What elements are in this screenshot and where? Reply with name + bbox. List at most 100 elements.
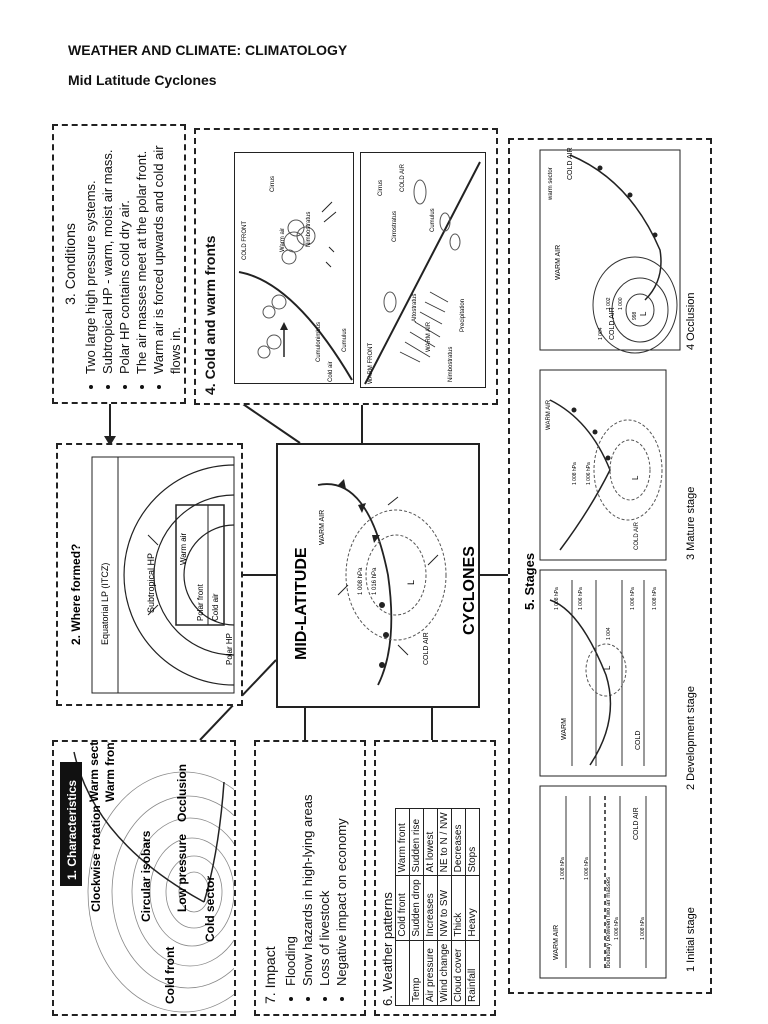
table-cell: At lowest xyxy=(423,808,438,876)
occl-low-label: L xyxy=(639,311,648,316)
nimbostratus-label: Nimbostratus xyxy=(306,212,312,247)
center-panel: MID-LATITUDE CYCLONES WARM AIR COLD AIR … xyxy=(276,443,480,708)
characteristics-title: 1. Characteristics xyxy=(65,780,79,880)
table-row: Air pressure Increases At lowest xyxy=(423,808,438,1006)
mature-isobar-label: 1 006 hPa xyxy=(586,462,592,485)
stages-title: 5. Stages xyxy=(522,553,537,610)
table-cell: Temp xyxy=(409,940,424,1006)
table-cell: Thick xyxy=(451,875,466,941)
mature-isobar-label: 1 008 hPa xyxy=(572,462,578,485)
initial-isobar-label: 1 006 hPa xyxy=(614,917,620,940)
table-cell: Wind change xyxy=(437,940,452,1006)
dev-isobar-label: 1 008 hPa xyxy=(554,587,560,610)
table-cell: Stops xyxy=(465,808,480,876)
center-isobar-label: 1 016 hPa xyxy=(372,567,378,595)
warm-front-diagram: WARM FRONT Cirrus Cirrostratus COLD AIR … xyxy=(360,152,486,388)
occl-isobar-label: 1 004 xyxy=(598,327,604,340)
characteristics-panel: 1. Characteristics Clockwise rotation Wa… xyxy=(52,740,236,1016)
conditions-panel: 3. Conditions Two large high pressure sy… xyxy=(52,124,186,404)
occl-cold-air-top-label: COLD AIR xyxy=(567,147,574,180)
wf-nimbostratus-label: Nimbostratus xyxy=(448,347,454,382)
characteristics-map: 1. Characteristics Clockwise rotation Wa… xyxy=(60,742,234,1013)
warm-air-label: Warm air xyxy=(179,533,188,565)
occl-isobar-label: 998 xyxy=(632,311,638,320)
impact-list: Flooding Snow hazards in high-lying area… xyxy=(282,752,350,1004)
equatorial-label: Equatorial LP (ITCZ) xyxy=(100,563,110,645)
mature-low-label: L xyxy=(631,475,640,480)
weather-table: Cold front Warm front Temp Sudden drop S… xyxy=(395,808,480,1006)
center-low-label: L xyxy=(406,580,416,585)
where-formed-panel: 2. Where formed? Equatorial LP (ITCZ) Su… xyxy=(56,443,243,706)
cold-air-label: Cold air xyxy=(328,361,334,382)
table-cell: NW to SW xyxy=(437,875,452,941)
weather-patterns-panel: 6. Weather patterns Cold front Warm fron… xyxy=(374,740,496,1016)
table-row: Cloud cover Thick Decreases xyxy=(451,808,466,1006)
stages-panel: 5. Stages 4 Occlusion warm sector WARM A… xyxy=(508,138,712,994)
impact-item: Snow hazards in high-lying areas xyxy=(299,752,316,987)
cold-front-diagram: COLD FRONT Cirrus Warm air Cumulonimbus … xyxy=(234,152,354,384)
initial-label: 1 Initial stage xyxy=(685,907,697,972)
table-cell: NE to N / NW xyxy=(437,808,452,876)
column-header: Cold front xyxy=(395,875,410,941)
warm-front-label: Warm front xyxy=(103,742,117,802)
warm-sector-label: warm sector xyxy=(548,167,554,201)
occl-isobar-label: 1 002 xyxy=(606,297,612,310)
table-cell: Cloud cover xyxy=(451,940,466,1006)
conditions-item: Polar HP contains cold dry air. xyxy=(116,136,133,374)
impact-item: Flooding xyxy=(282,752,299,986)
dev-cold-label: COLD xyxy=(635,731,642,750)
cirrostratus-label: Cirrostratus xyxy=(392,211,398,242)
table-cell: Sudden drop xyxy=(409,875,424,941)
wf-cirrus-label: Cirrus xyxy=(378,180,384,196)
cyclones-label: CYCLONES xyxy=(461,546,478,635)
table-row: Rainfall Heavy Stops xyxy=(465,808,480,1006)
cumulus-label: Cumulus xyxy=(342,328,348,352)
initial-isobar-label: 1 006 hPa xyxy=(584,857,590,880)
impact-item: Loss of livestock xyxy=(316,752,333,986)
table-cell: Sudden rise xyxy=(409,808,424,876)
cumulonimbus-label: Cumulonimbus xyxy=(316,322,322,362)
conditions-item: Subtropical HP - warm, moist air mass. xyxy=(99,136,116,374)
cold-air-label: Cold air xyxy=(211,593,220,621)
impact-panel: 7. Impact Flooding Snow hazards in high-… xyxy=(254,740,366,1016)
mid-latitude-label: MID-LATITUDE xyxy=(293,547,310,660)
conditions-item: Warm air is forced upwards and cold air … xyxy=(150,136,184,374)
initial-cold-air-label: COLD AIR xyxy=(633,807,640,840)
dev-isobar-label: 1 006 hPa xyxy=(630,587,636,610)
warm-sector-label: Warm sector xyxy=(87,742,101,802)
mature-label: 3 Mature stage xyxy=(685,487,697,560)
wf-cumulus-label: Cumulus xyxy=(430,208,436,232)
impact-item: Negative impact on economy xyxy=(333,752,350,986)
center-isobar-label: 1 008 hPa xyxy=(358,567,364,595)
stages-diagram: 5. Stages 4 Occlusion warm sector WARM A… xyxy=(522,147,697,979)
warm-air-label: Warm air xyxy=(280,228,286,252)
conditions-item: The air masses meet at the polar front. xyxy=(133,136,150,374)
dev-isobar-label: 1 006 hPa xyxy=(578,587,584,610)
table-cell: Air pressure xyxy=(423,940,438,1006)
development-label: 2 Development stage xyxy=(685,686,697,790)
occl-warm-air-label: WARM AIR xyxy=(555,245,562,280)
initial-isobar-label: 1 008 hPa xyxy=(640,917,646,940)
where-formed-title: 2. Where formed? xyxy=(69,544,83,645)
warm-front-label: WARM FRONT xyxy=(368,343,374,384)
column-header xyxy=(395,940,410,1006)
dev-isobar-label: 1 004 xyxy=(606,627,612,640)
table-header-row: Cold front Warm front xyxy=(395,808,410,1006)
dev-warm-label: WARM xyxy=(561,718,568,740)
mature-warm-air-label: WARM AIR xyxy=(546,399,552,430)
cold-front-label: Cold front xyxy=(163,947,177,1004)
boundary-label: boundary between two air masses xyxy=(606,877,612,968)
occlusion-label: 4 Occlusion xyxy=(685,293,697,350)
polar-hp-label: Polar HP xyxy=(225,633,234,665)
column-header: Warm front xyxy=(395,808,410,876)
circular-isobars-label: Circular isobars xyxy=(139,830,153,922)
table-cell: Decreases xyxy=(451,808,466,876)
center-diagram: MID-LATITUDE CYCLONES WARM AIR COLD AIR … xyxy=(293,479,478,686)
cold-front-label: COLD FRONT xyxy=(242,221,248,260)
table-cell: Heavy xyxy=(465,875,480,941)
page-subtitle: Mid Latitude Cyclones xyxy=(68,72,217,88)
occl-cold-air-bottom-label: COLD AIR xyxy=(609,307,616,340)
table-cell: Rainfall xyxy=(465,940,480,1006)
conditions-item: Two large high pressure systems. xyxy=(82,136,99,374)
altostratus-label: Altostratus xyxy=(412,294,418,322)
